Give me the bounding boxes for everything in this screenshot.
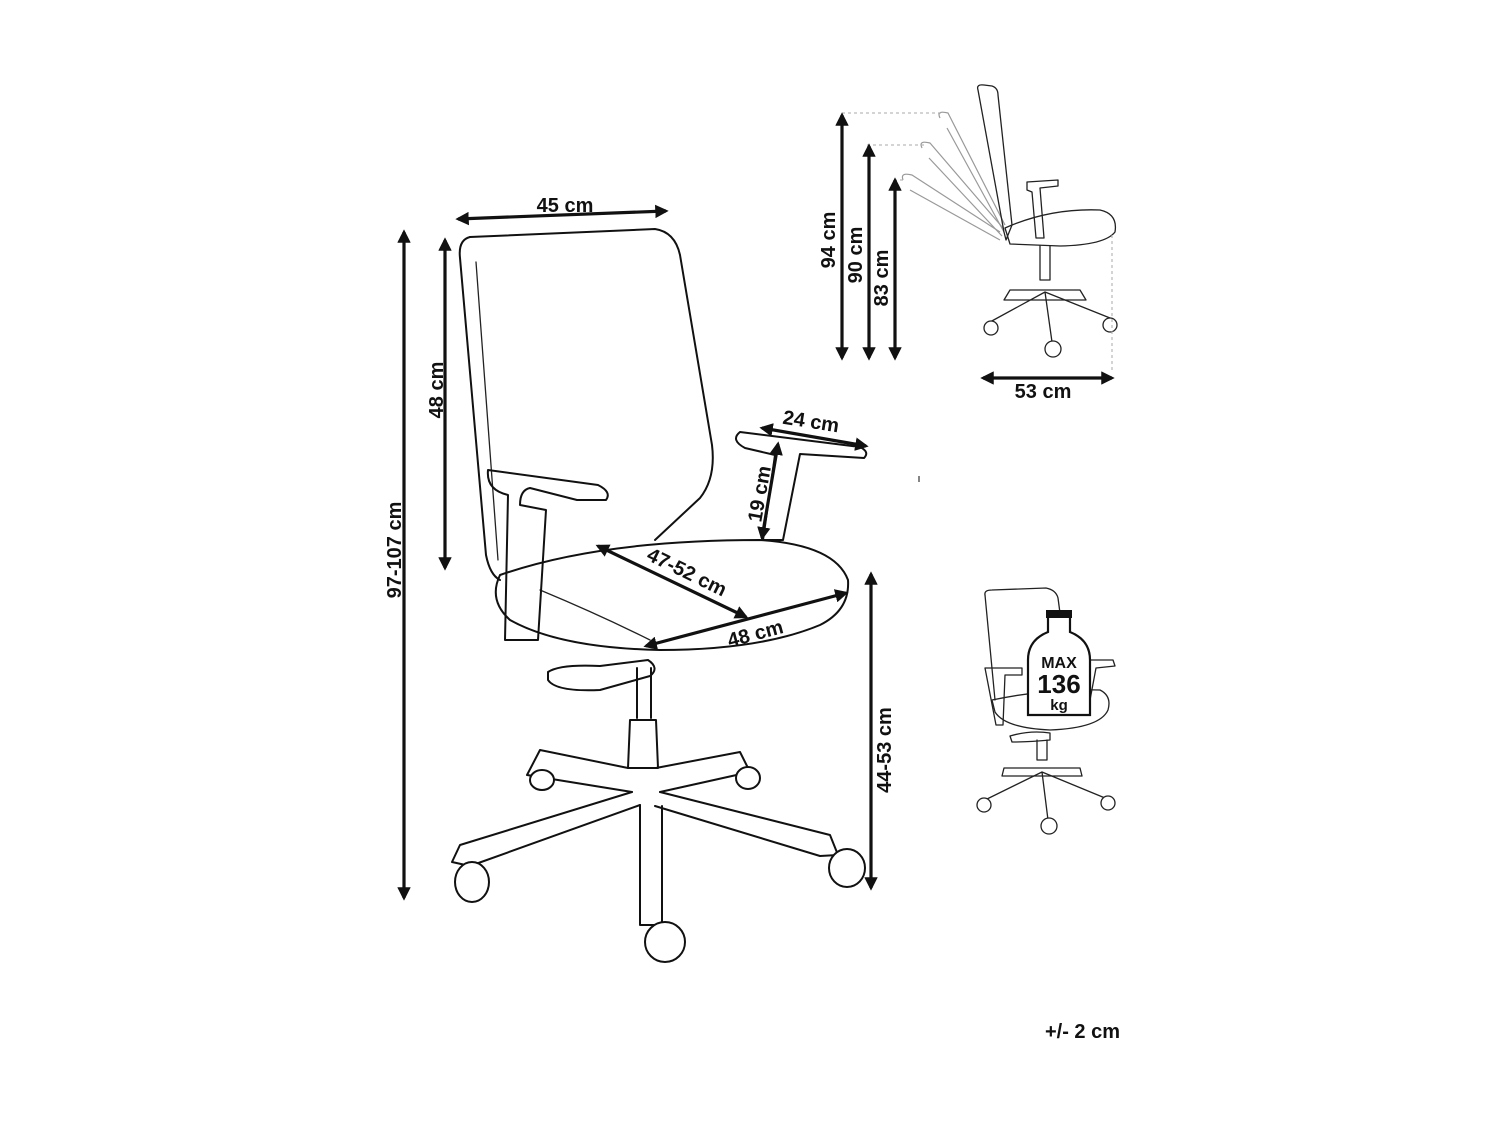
max-load-label-value: 136 — [1037, 669, 1080, 699]
max-load-label-unit: kg — [1050, 697, 1068, 714]
arrow-armrest-height — [757, 441, 783, 541]
main-dimension-labels: 45 cm 48 cm 97-107 cm 24 cm 19 cm 47-52 … — [384, 195, 896, 793]
label-recline-94: 94 cm — [818, 212, 840, 269]
label-total-height: 97-107 cm — [384, 502, 406, 599]
main-dimension-arrows — [397, 204, 878, 901]
label-recline-depth: 53 cm — [1015, 381, 1072, 403]
recline-side-view: 94 cm 90 cm 83 cm 53 cm — [818, 84, 1118, 403]
label-backrest-width: 45 cm — [537, 195, 594, 217]
main-chair-drawing — [451, 228, 868, 963]
label-recline-90: 90 cm — [845, 227, 867, 284]
tolerance-note: +/- 2 cm — [1045, 1021, 1120, 1043]
label-armrest-height: 19 cm — [744, 464, 776, 524]
arrow-armrest-length — [759, 423, 869, 451]
weight-icon: MAX 136 kg — [1026, 610, 1092, 717]
max-load-label-max: MAX — [1041, 655, 1077, 672]
arrow-seat-width — [643, 589, 849, 650]
label-seat-height: 44-53 cm — [874, 707, 896, 793]
label-backrest-height: 48 cm — [426, 362, 448, 419]
label-recline-83: 83 cm — [871, 250, 893, 307]
max-load-chair: MAX 136 kg — [976, 587, 1116, 835]
arrow-backrest-width — [455, 204, 669, 226]
